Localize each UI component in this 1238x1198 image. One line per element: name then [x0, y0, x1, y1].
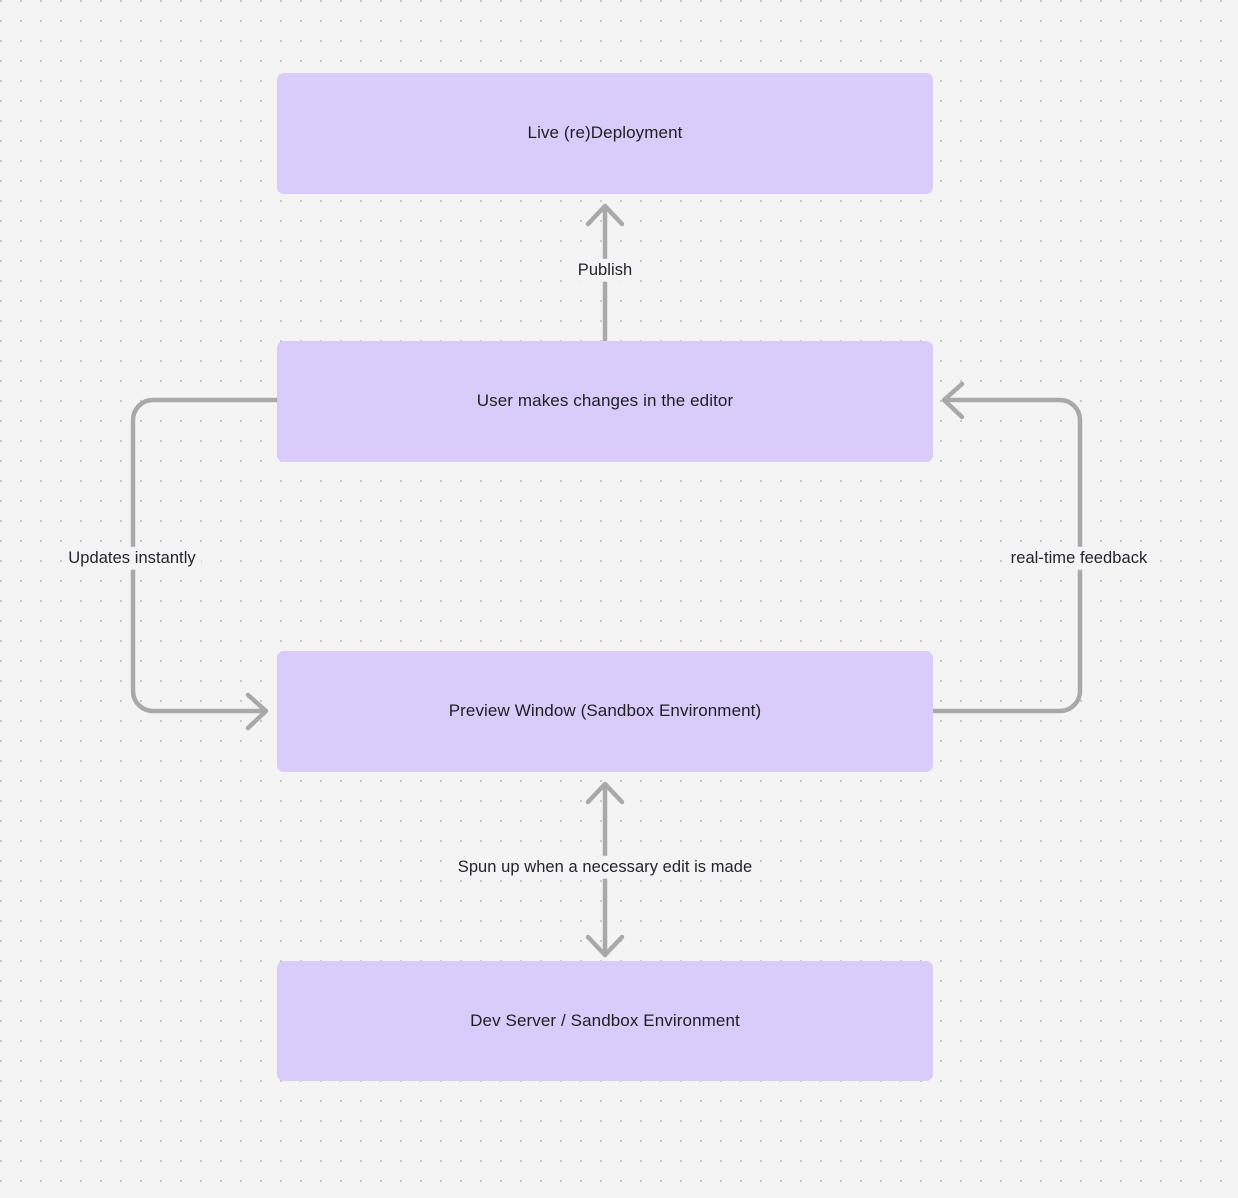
node-label: Dev Server / Sandbox Environment [470, 1010, 740, 1030]
node-user-makes-changes[interactable]: User makes changes in the editor [277, 341, 933, 462]
node-live-deployment[interactable]: Live (re)Deployment [277, 73, 933, 194]
edge-label-spun-up: Spun up when a necessary edit is made [451, 855, 759, 879]
node-preview-window[interactable]: Preview Window (Sandbox Environment) [277, 651, 933, 772]
edge-label-real-time-feedback: real-time feedback [1004, 546, 1154, 570]
edge-label-publish: Publish [571, 258, 639, 282]
node-label: Preview Window (Sandbox Environment) [448, 701, 762, 721]
node-dev-server[interactable]: Dev Server / Sandbox Environment [277, 961, 933, 1081]
edge-label-updates-instantly: Updates instantly [62, 546, 202, 570]
node-label: User makes changes in the editor [476, 391, 734, 411]
node-label: Live (re)Deployment [527, 123, 683, 143]
